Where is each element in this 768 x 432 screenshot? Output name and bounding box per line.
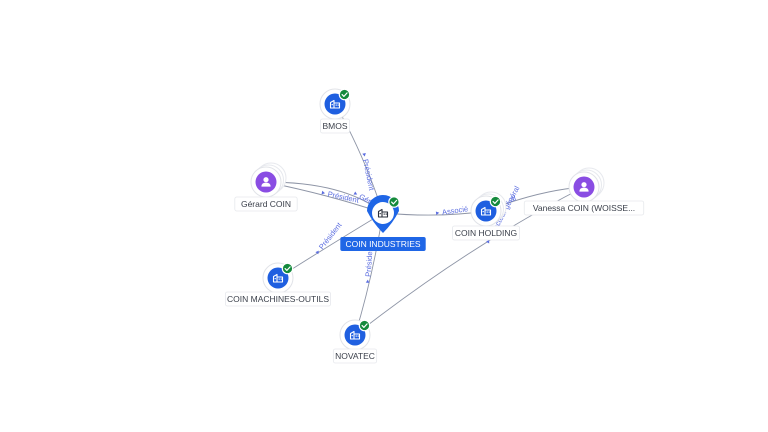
node-label: Vanessa COIN (WOISSE...: [533, 203, 635, 213]
edge-label: ...al: [503, 193, 518, 206]
node-disc: [475, 200, 497, 222]
edge-label: Président: [317, 220, 344, 251]
node-label: BMOS: [322, 121, 347, 131]
edge-arrow-icon: [315, 250, 319, 255]
edge-label: Associé: [441, 204, 468, 217]
node-label-bg: [225, 291, 331, 307]
building-icon: [377, 208, 389, 218]
edge-label: Président: [361, 158, 377, 192]
edge-arrow-icon: [321, 190, 326, 195]
verified-check-icon: [489, 195, 502, 208]
node-label-bg: [332, 348, 378, 364]
edge-arrow-icon: [365, 279, 370, 283]
node-coin-holding[interactable]: COIN HOLDING: [452, 191, 520, 241]
edge-arrow-icon: [362, 152, 366, 157]
edge-label-group: Président: [315, 220, 344, 255]
edge-label: Président: [364, 244, 375, 277]
edge-label-group: Président: [321, 189, 361, 205]
node-disc: [344, 324, 366, 346]
node-label-bg: [523, 200, 645, 216]
node-bmos[interactable]: BMOS: [319, 88, 351, 134]
node-gerard-coin[interactable]: Gérard COIN: [234, 162, 298, 212]
building-icon: [272, 273, 284, 283]
node-label: Gérard COIN: [241, 199, 291, 209]
edge-label-group: Président: [364, 244, 375, 283]
node-label-bg: [234, 196, 298, 212]
node-label-bg: [452, 225, 520, 241]
verified-check-icon: [338, 88, 351, 101]
edge-label-group: Associé: [435, 204, 469, 217]
person-icon: [579, 182, 589, 192]
node-disc: [324, 93, 346, 115]
verified-check-icon: [358, 319, 371, 332]
node-novatec[interactable]: NOVATEC: [332, 319, 378, 364]
node-coin-machines-outils[interactable]: COIN MACHINES-OUTILS: [225, 262, 331, 307]
nodes-layer: COIN INDUSTRIES BMOS Gérard COIN COIN MACHI…: [225, 88, 645, 364]
node-label-bg: [320, 118, 350, 134]
verified-check-icon: [281, 262, 294, 275]
node-label: NOVATEC: [335, 351, 375, 361]
node-disc: [267, 267, 289, 289]
edge-arrow-icon: [435, 211, 440, 216]
edge-label: Président: [327, 189, 361, 205]
edge-arrow-icon: [353, 191, 358, 195]
building-icon: [329, 99, 341, 109]
edge-arrow-icon: [486, 239, 490, 244]
building-icon: [480, 206, 492, 216]
node-label: COIN INDUSTRIES: [345, 239, 420, 249]
node-label: COIN MACHINES-OUTILS: [227, 294, 329, 304]
person-icon: [261, 177, 271, 187]
verified-check-icon: [388, 196, 400, 208]
building-icon: [349, 330, 361, 340]
node-label-bg: [340, 237, 426, 251]
node-coin-industries[interactable]: COIN INDUSTRIES: [340, 195, 426, 251]
node-label: COIN HOLDING: [455, 228, 517, 238]
node-vanessa-coin[interactable]: Vanessa COIN (WOISSE...: [523, 167, 645, 216]
